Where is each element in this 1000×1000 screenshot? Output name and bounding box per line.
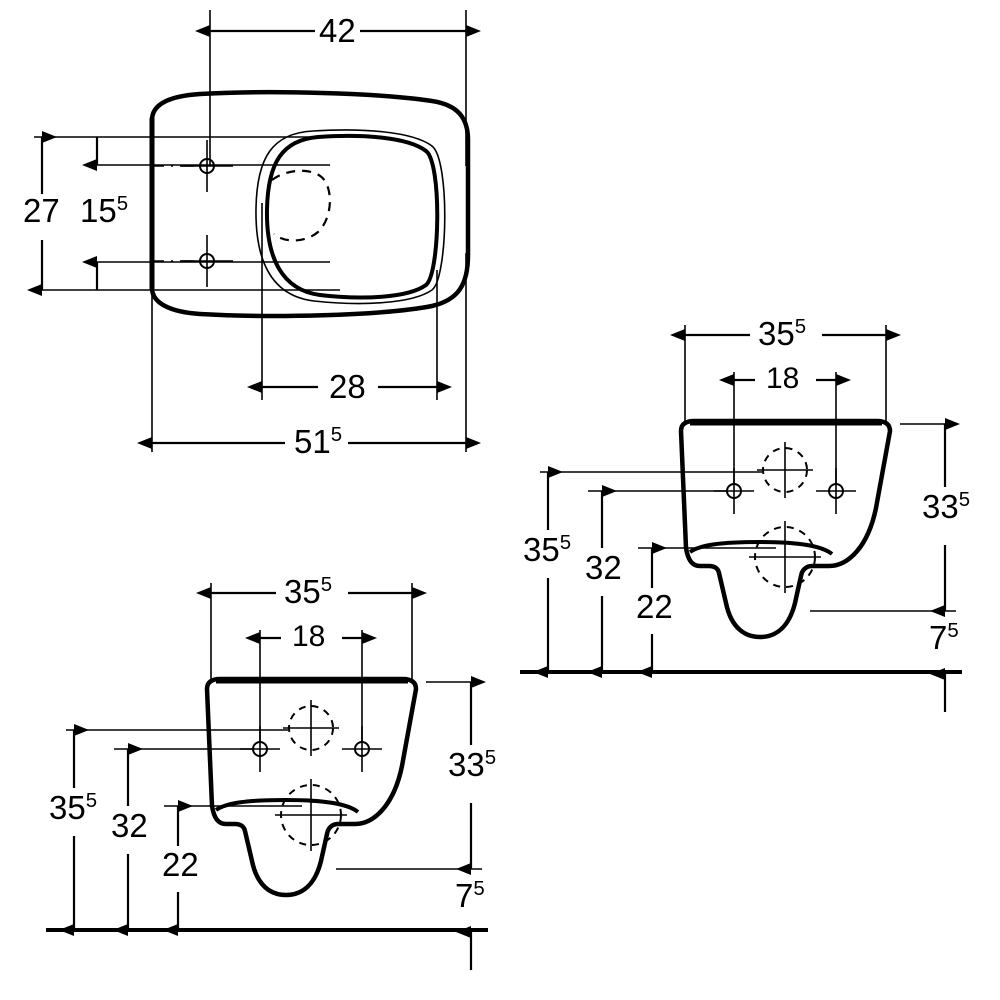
rear-view-left-geometry xyxy=(46,583,488,970)
plan-mounting-hole-upper xyxy=(150,140,233,192)
dim-label-rl-18: 18 xyxy=(288,622,330,652)
dim-label-rl-7-5: 75 xyxy=(451,878,489,912)
plan-outer-outline xyxy=(149,89,471,319)
plan-bowl-rim-inner xyxy=(264,133,440,300)
dim-label-plan-51-5: 515 xyxy=(290,424,347,458)
dim-label-plan-28: 28 xyxy=(325,370,370,403)
dim-label-plan-27: 27 xyxy=(19,194,64,227)
plan-bowl-rim-outer xyxy=(255,129,446,305)
dim-label-plan-15-5: 155 xyxy=(76,193,133,227)
dim-label-rr-18: 18 xyxy=(762,364,804,394)
dim-label-rr-7-5: 75 xyxy=(925,620,963,654)
rear-left-outlet-upper xyxy=(283,700,339,756)
dim-label-rr-32: 32 xyxy=(581,551,626,584)
dim-label-rl-22: 22 xyxy=(158,848,203,881)
dim-label-rr-35-5-height: 355 xyxy=(519,532,576,566)
dim-label-rl-35-5-height: 355 xyxy=(45,790,102,824)
rear-left-outlet-lower xyxy=(275,779,347,851)
dim-label-plan-42: 42 xyxy=(315,14,360,47)
rear-view-right-geometry xyxy=(520,325,962,712)
rear-right-body-outline xyxy=(678,418,893,640)
plan-mounting-hole-lower xyxy=(150,235,233,287)
dim-label-rr-33-5: 335 xyxy=(918,489,975,523)
plan-view-geometry xyxy=(27,10,481,452)
dim-label-rl-32: 32 xyxy=(107,809,152,842)
dim-label-rl-33-5: 335 xyxy=(444,747,501,781)
rear-right-outlet-upper xyxy=(757,442,813,498)
rear-left-body-outline xyxy=(204,676,419,898)
dim-label-rl-35-5-width: 355 xyxy=(280,574,337,608)
dim-label-rr-35-5-width: 355 xyxy=(754,316,811,350)
rear-right-outlet-lower xyxy=(749,521,821,593)
plan-flush-inlet-hidden xyxy=(271,169,332,242)
dim-label-rr-22: 22 xyxy=(632,590,677,623)
